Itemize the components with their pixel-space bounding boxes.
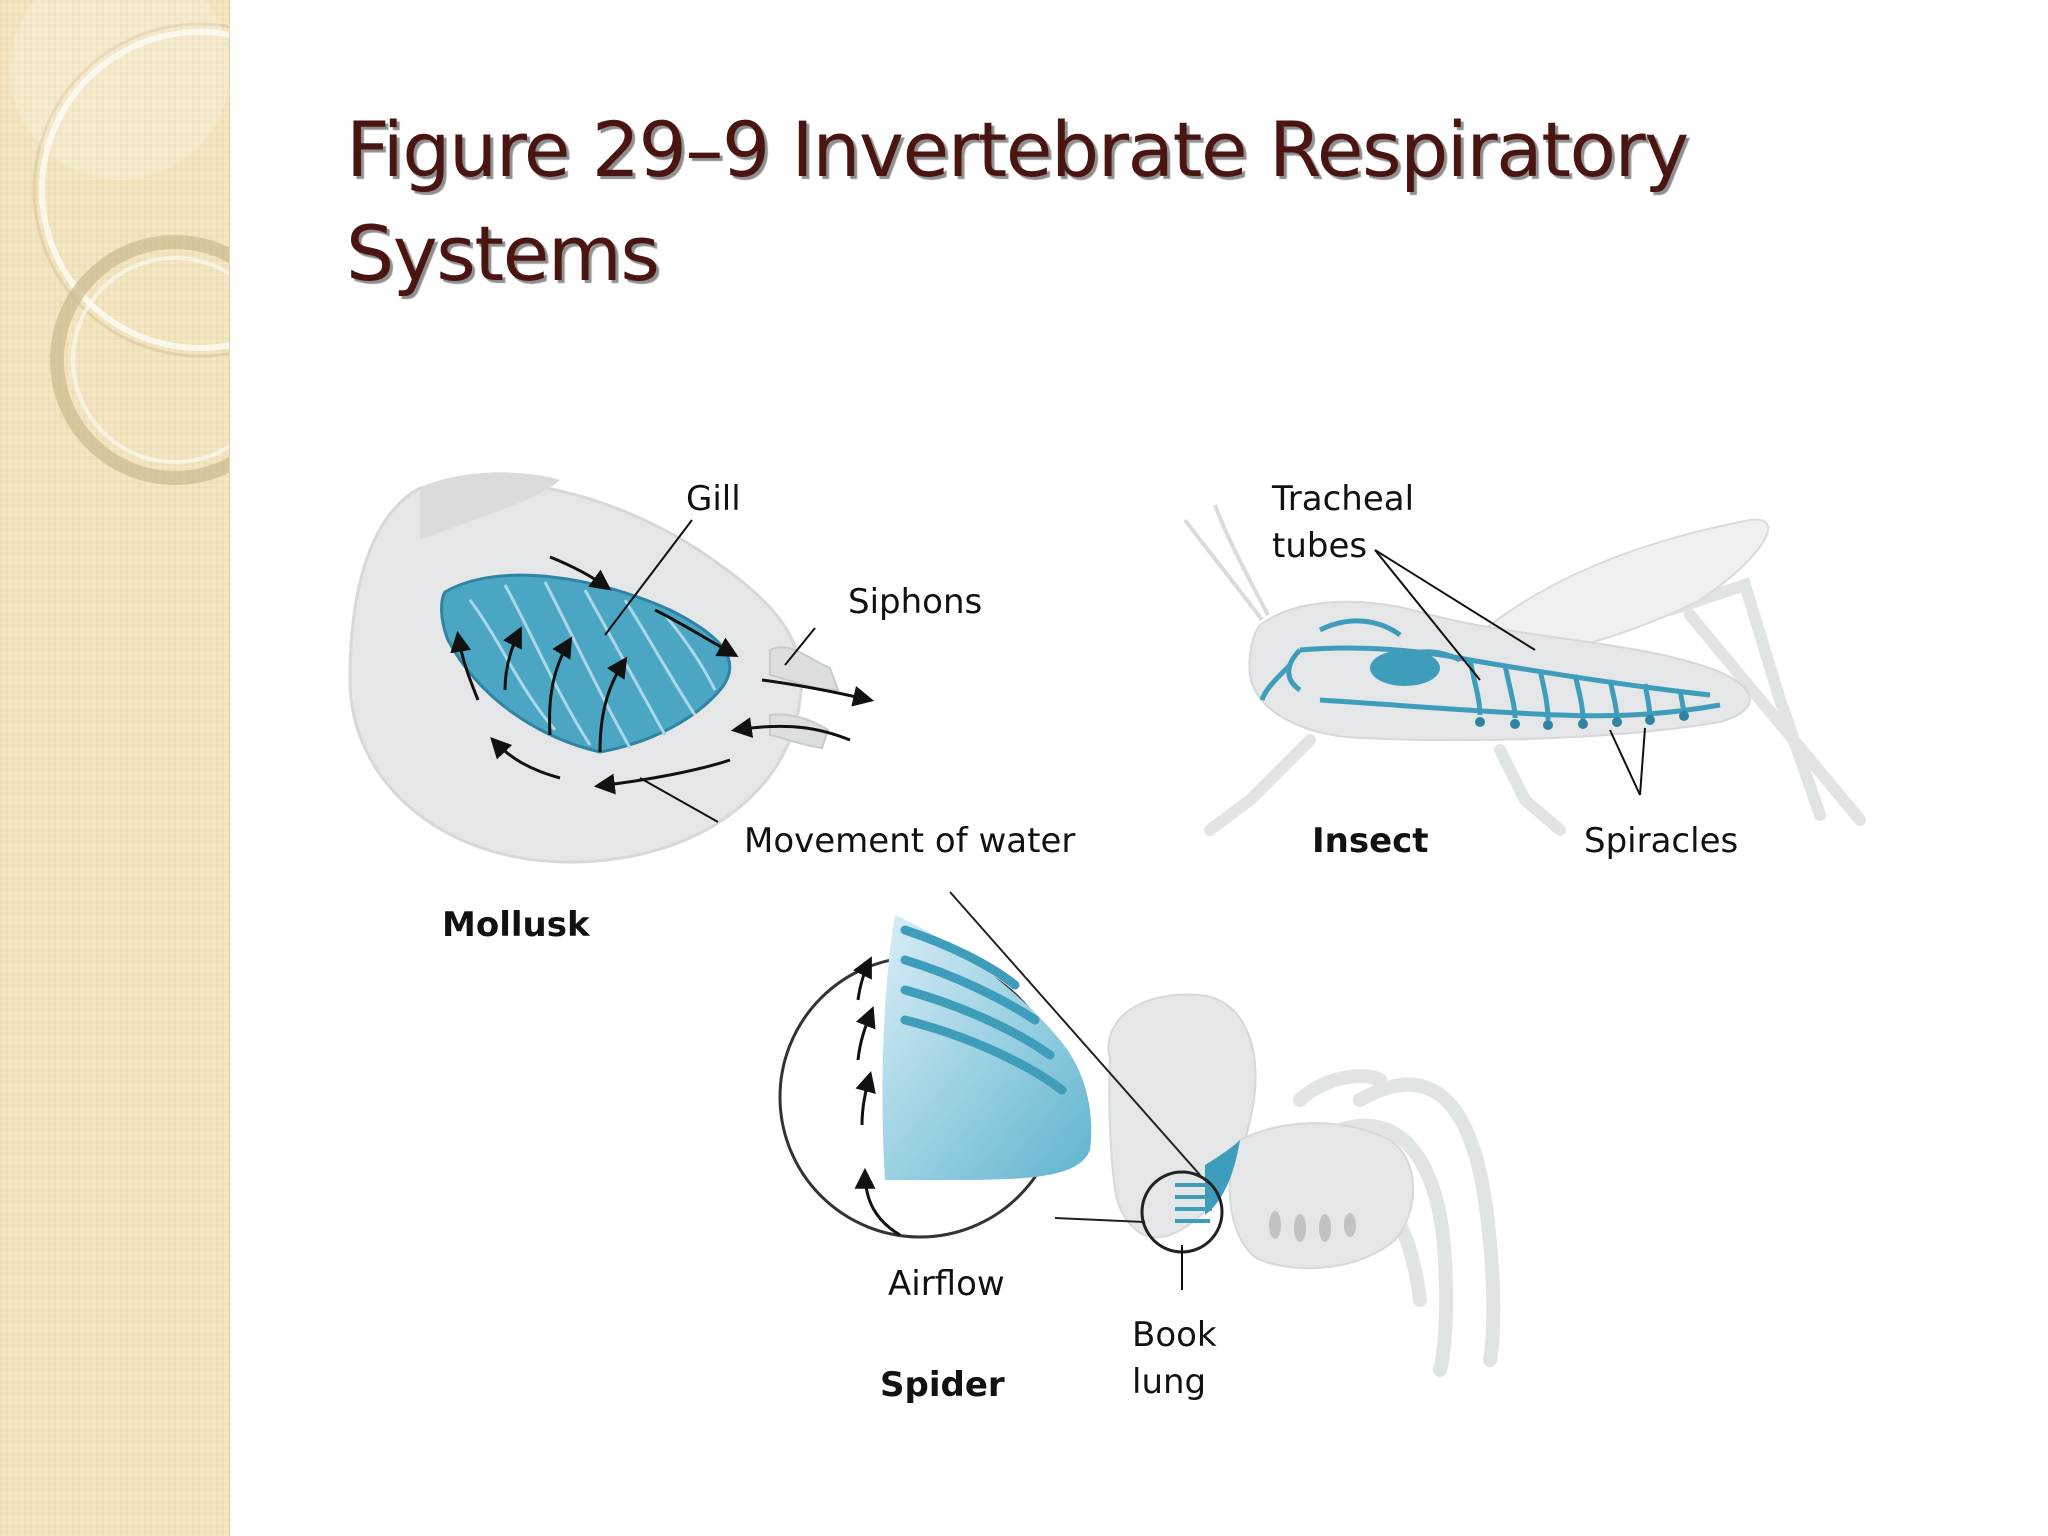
gill-leader	[604, 519, 693, 636]
zoom-line-top	[949, 891, 1201, 1176]
insect-label: Insect	[1312, 821, 1429, 861]
spiracles-label: Spiracles	[1584, 821, 1738, 861]
spiracles-leader-2	[1639, 727, 1646, 796]
decorative-sidebar	[0, 0, 230, 1536]
gill-label: Gill	[686, 479, 741, 519]
insect-antennae	[1183, 504, 1270, 622]
book-lung-lamellae	[900, 925, 1067, 1095]
book-lung-small	[1205, 1140, 1240, 1215]
water-flow-arrows	[450, 555, 875, 795]
insect-illustration	[1183, 504, 1866, 836]
tracheal-tubes-label-line1: Tracheal	[1271, 479, 1414, 519]
gill-stripes	[468, 581, 717, 749]
book-lung-label-line1: Book	[1132, 1315, 1217, 1355]
spiracles-leader-1	[1609, 729, 1641, 796]
airflow-label: Airflow	[888, 1264, 1005, 1304]
siphons-leader	[784, 627, 816, 666]
movement-leader	[639, 777, 719, 823]
slide-title: Figure 29–9 Invertebrate Respiratory Sys…	[346, 98, 1846, 306]
decorative-rings	[10, 0, 229, 485]
mollusk-hinge	[420, 472, 560, 540]
spider-illustration	[778, 891, 1501, 1377]
insect-legs	[1204, 577, 1866, 836]
zoom-line-bottom	[1054, 1217, 1146, 1223]
title-line-2: Systems	[346, 209, 660, 298]
spider-label: Spider	[880, 1365, 1005, 1405]
spiracle-dots	[1475, 711, 1689, 730]
siphon-lower	[769, 713, 830, 750]
book-lung-label-line2: lung	[1132, 1362, 1206, 1402]
spider-spinnerets	[1269, 1211, 1356, 1242]
tracheal-leader-2	[1374, 549, 1536, 651]
tracheal-tubes	[1259, 618, 1721, 721]
tracheal-tubes-label-line2: tubes	[1272, 526, 1367, 566]
mollusk-illustration	[348, 472, 875, 864]
spider-cephalothorax	[1228, 1122, 1415, 1270]
tracheal-air-sac	[1370, 650, 1440, 686]
tracheal-leader-1	[1374, 549, 1481, 681]
siphon-upper	[769, 646, 840, 692]
book-lung-small-lamellae	[1175, 1183, 1212, 1223]
mollusk-label: Mollusk	[442, 905, 591, 945]
movement-of-water-label: Movement of water	[744, 821, 1075, 861]
airflow-arrows	[853, 956, 901, 1237]
title-line-1: Figure 29–9 Invertebrate Respiratory	[346, 105, 1689, 194]
siphons-label: Siphons	[848, 582, 982, 622]
